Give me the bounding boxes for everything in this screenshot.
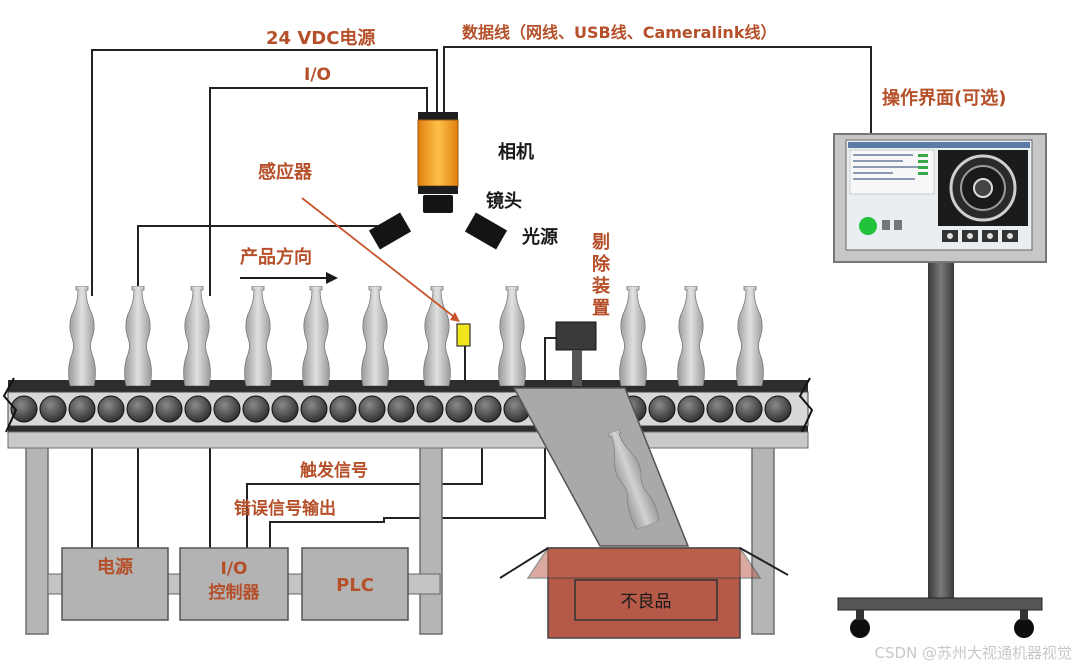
bottle-icon: [68, 286, 96, 386]
roller: [300, 395, 328, 423]
bottle-icon: [244, 286, 272, 386]
roller: [648, 395, 676, 423]
light-source-icon: [368, 212, 508, 250]
light-source-label: 光源: [521, 226, 558, 248]
roller: [474, 395, 502, 423]
roller: [155, 395, 183, 423]
power-box-label: 电源: [97, 556, 133, 578]
roller: [242, 395, 270, 423]
trigger-signal-label: 触发信号: [299, 460, 368, 481]
conveyor: [2, 377, 814, 449]
bottle-icon: [498, 286, 526, 386]
camera-icon: [417, 112, 459, 213]
roller: [416, 395, 444, 423]
roller: [213, 395, 241, 423]
bottle-icon: [423, 286, 451, 386]
wiring: [91, 46, 872, 548]
roller: [764, 395, 792, 423]
bottle-icon: [124, 286, 152, 386]
sensor-label: 感应器: [258, 161, 313, 183]
lens-label: 镜头: [486, 190, 522, 212]
reject-device-label-1: 剔: [591, 232, 610, 253]
roller: [677, 395, 705, 423]
roller: [184, 395, 212, 423]
arrow-right-icon: [240, 272, 338, 284]
bottle-icon: [361, 286, 389, 386]
roller: [68, 395, 96, 423]
bottle-icon: [302, 286, 330, 386]
reject-device-label-3: 装: [592, 275, 610, 297]
bottle-icon: [736, 286, 764, 386]
bottles: [68, 286, 764, 386]
monitor-icon: [833, 133, 1047, 638]
roller: [358, 395, 386, 423]
io-controller-label-2: 控制器: [209, 582, 261, 603]
sensor-icon: [301, 197, 471, 347]
reject-bin: 不良品: [499, 547, 789, 639]
product-direction-label: 产品方向: [240, 246, 312, 268]
bottle-icon: [677, 286, 705, 386]
reject-device-label-4: 置: [592, 298, 610, 319]
io-controller-label-1: I/O: [221, 559, 248, 579]
bottle-icon: [183, 286, 211, 386]
roller: [735, 395, 763, 423]
roller: [97, 395, 125, 423]
data-line-label: 数据线（网线、USB线、Cameralink线）: [462, 23, 776, 42]
roller: [387, 395, 415, 423]
io-label: I/O: [304, 65, 331, 85]
roller: [10, 395, 38, 423]
operator-ui-label: 操作界面(可选): [882, 87, 1006, 109]
reject-bin-label: 不良品: [621, 592, 672, 612]
reject-device-label-2: 除: [592, 253, 611, 275]
roller: [445, 395, 473, 423]
roller: [39, 395, 67, 423]
roller: [329, 395, 357, 423]
roller: [126, 395, 154, 423]
error-output-label: 错误信号输出: [234, 498, 336, 519]
bottle-icon: [619, 286, 647, 386]
watermark: CSDN @苏州大视通机器视觉: [874, 644, 1072, 662]
roller: [271, 395, 299, 423]
roller: [706, 395, 734, 423]
camera-label: 相机: [498, 142, 534, 163]
reject-device: [555, 321, 597, 386]
control-boxes: 电源 I/O 控制器 PLC: [47, 547, 441, 621]
plc-label: PLC: [336, 575, 374, 596]
reject-chute: [512, 387, 690, 547]
power-24v-label: 24 VDC电源: [266, 27, 375, 49]
